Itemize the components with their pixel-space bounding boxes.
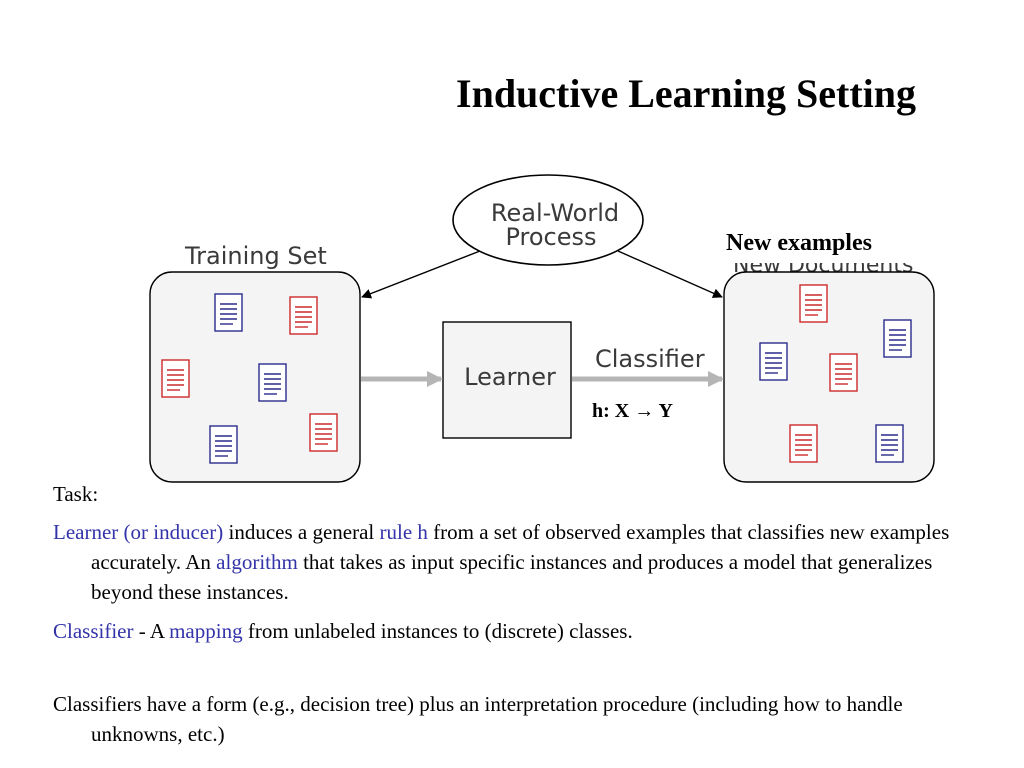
document-icon (258, 363, 287, 402)
document-icon (789, 424, 818, 463)
new-examples-label: New examples (726, 230, 872, 256)
definition-text: that takes as input specific instances a… (91, 550, 933, 604)
document-icon (309, 413, 338, 452)
label-cover (726, 250, 916, 263)
task-heading: Task: (53, 482, 99, 506)
slide-title: Inductive Learning Setting (456, 71, 917, 116)
classifier-definition: Classifier - A mapping from unlabeled in… (53, 616, 633, 646)
term-rule-h: rule h (379, 520, 428, 544)
term-classifier: Classifier (53, 619, 134, 643)
learner-box (442, 321, 572, 439)
document-icon (289, 296, 318, 335)
definition-text: from unlabeled instances to (discrete) c… (242, 619, 633, 643)
classifier-form-note: Classifiers have a form (e.g., decision … (53, 692, 903, 746)
definition-text: - A (133, 619, 170, 643)
definition-text: induces a general (223, 520, 380, 544)
document-icon (161, 359, 190, 398)
document-icon (759, 342, 788, 381)
process-label-line1: Real-World (491, 199, 619, 227)
term-mapping: mapping (169, 619, 243, 643)
process-label-line2: Process (505, 223, 596, 251)
training-set-label: Training Set (184, 242, 327, 270)
document-icon (214, 293, 243, 332)
classifier-label: Classifier (595, 345, 705, 373)
process-to-training-arrow (361, 250, 481, 299)
document-icon (829, 353, 858, 392)
learner-definition: Learner (or inducer) induces a general r… (53, 517, 951, 607)
definition-text: from a set of observed examples that cla… (91, 520, 950, 574)
mapping-label: h: X → Y (592, 400, 673, 422)
document-icon (209, 425, 238, 464)
inductive-learning-diagram: Real-World Process Training Set New Docu… (149, 174, 935, 483)
real-world-process-node: Real-World Process (452, 174, 644, 266)
document-icon (883, 319, 912, 358)
term-algorithm: algorithm (216, 550, 298, 574)
document-icon (799, 284, 828, 323)
term-learner: Learner (or inducer) (53, 520, 224, 544)
process-to-new-arrow (617, 250, 723, 298)
document-icon (875, 424, 904, 463)
learner-label: Learner (464, 363, 556, 391)
